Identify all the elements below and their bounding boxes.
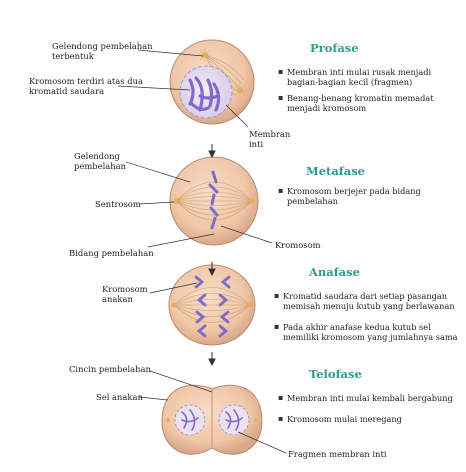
telofase-cells [161,384,263,455]
anafase-daughter-chromosomes [194,275,231,338]
anafase-centrosome-left [171,302,177,308]
telofase-note-1: Membran inti mulai kembali bergabung [278,393,462,403]
telofase-note-2: Kromosom mulai meregang [278,414,462,424]
telofase-centrosome-right [253,417,259,423]
label-cincin-pembelahan: Cincin pembelahan [69,364,151,374]
label-kromosom: Kromosom [275,240,321,250]
metafase-centrosome-right [246,195,258,207]
telofase-chromatin [181,409,243,431]
label-gelendong-pembelahan: Gelendong pembelahan [74,151,127,171]
label-kromosom-anakan: Kromosom anakan [102,284,148,304]
label-sel-anakan: Sel anakan [96,392,143,402]
profase-note-2: Benang-benang kromatin memadat menjadi k… [278,93,462,113]
anafase-note-2: Pada akhir anafase kedua kutub sel memil… [274,322,466,342]
stage-arrows [208,144,216,367]
metafase-centrosome-left [170,195,182,207]
phase-title-anafase: Anafase [309,265,360,279]
profase-note-1: Membran inti mulai rusak menjadi bagian-… [278,67,462,87]
telofase-centrosome-left [165,417,171,423]
leader-lines [117,49,287,454]
profase-centrosome-2 [233,83,247,97]
label-sentrosom: Sentrosom [95,199,141,209]
label-bidang-pembelahan: Bidang pembelahan [69,248,154,258]
profase-centrosome-1 [198,48,212,62]
metafase-note-1: Kromosom berjejer pada bidang pembelahan [278,186,462,206]
label-gelendong-terbentuk: Gelendong pembelahan terbentuk [52,41,153,61]
phase-title-metafase: Metafase [306,164,365,178]
profase-chromosomes [188,76,221,112]
phase-title-profase: Profase [310,41,359,55]
label-membran-inti: Membran inti [249,129,291,149]
anafase-note-1: Kromatid saudara dari setiap pasangan me… [274,291,466,311]
anafase-cell [168,264,256,346]
anafase-spindle [173,287,251,323]
label-kromosom-dua-kromatid: Kromosom terdiri atas dua kromatid sauda… [29,76,143,96]
phase-title-telofase: Telofase [309,367,362,381]
label-fragmen-membran-inti: Fragmen membran inti [288,449,387,459]
metafase-chromosomes [208,170,219,230]
profase-cell [169,39,255,125]
anafase-centrosome-right [247,302,253,308]
metafase-cell [169,156,259,246]
